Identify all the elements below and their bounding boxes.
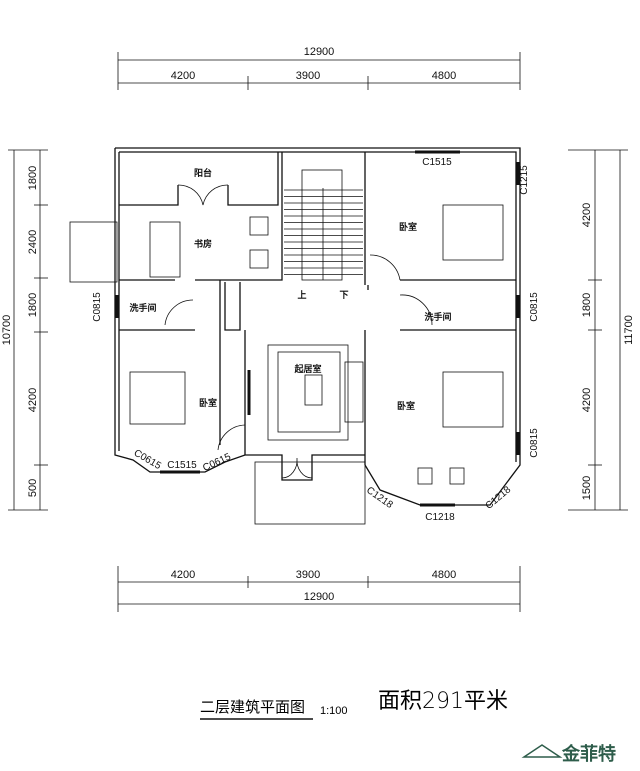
dim-top-3: 4800 — [432, 70, 456, 82]
dim-right-4: 1500 — [581, 476, 593, 500]
top-dimensions: 12900 4200 3900 4800 — [117, 46, 521, 90]
right-dimensions: 11700 4200 1800 4200 1500 — [568, 149, 635, 511]
window-label: C1218 — [484, 484, 514, 512]
dim-right-total: 11700 — [623, 315, 635, 345]
window-label: C0815 — [92, 292, 103, 322]
dim-left-4: 4200 — [27, 388, 39, 412]
room-balcony: 阳台 — [194, 167, 212, 179]
dim-bottom-3: 4800 — [432, 569, 456, 581]
room-washroom-left: 洗手间 — [129, 302, 156, 314]
plan-title: 二层建筑平面图 — [200, 698, 305, 716]
room-washroom-right: 洗手间 — [424, 311, 451, 323]
dim-right-1: 4200 — [581, 203, 593, 227]
dim-left-2: 2400 — [27, 230, 39, 254]
armchair — [449, 467, 465, 485]
dim-bottom-total: 12900 — [304, 591, 335, 603]
window-label: C0815 — [529, 292, 540, 322]
room-bedroom-right-upper: 卧室 — [399, 221, 417, 233]
armchair — [249, 249, 269, 269]
window-labels: C1515 C1215 C0815 C0815 C0815 C0615 C151… — [92, 157, 540, 523]
dim-left-5: 500 — [27, 479, 39, 497]
dim-right-2: 1800 — [581, 293, 593, 317]
armchair — [249, 216, 269, 236]
room-bedroom-left: 卧室 — [199, 397, 217, 409]
dim-left-total: 10700 — [1, 315, 13, 346]
bed-left — [129, 371, 186, 425]
stair-up-label: 上 — [297, 289, 306, 301]
dim-left-1: 1800 — [27, 166, 39, 190]
staircase: /* placeholder */ — [301, 169, 343, 281]
window-label: C0615 — [132, 448, 163, 472]
bed-upper-right — [442, 204, 504, 261]
room-study: 书房 — [194, 238, 212, 250]
dim-top-2: 3900 — [296, 70, 320, 82]
window-label: C0615 — [201, 451, 233, 474]
dim-bottom-1: 4200 — [171, 569, 195, 581]
dim-top-total: 12900 — [304, 46, 335, 58]
room-labels: 阳台 书房 洗手间 卧室 起居室 卧室 卧室 洗手间 上 下 — [129, 167, 451, 412]
brand-logo: 金菲特 — [521, 743, 616, 765]
window-label: C1215 — [519, 165, 530, 195]
brand-name: 金菲特 — [561, 743, 616, 765]
window-label: C1515 — [167, 460, 197, 471]
stair-down-label: 下 — [339, 290, 348, 301]
room-bedroom-right-lower: 卧室 — [397, 400, 415, 412]
room-living: 起居室 — [293, 363, 321, 375]
bed-lower-right — [442, 371, 504, 428]
desk — [149, 221, 181, 278]
dim-left-3: 1800 — [27, 293, 39, 317]
dim-bottom-2: 3900 — [296, 569, 320, 581]
plan-scale: 1:100 — [320, 705, 348, 717]
window-label: C1218 — [425, 512, 455, 523]
house-icon — [521, 744, 563, 758]
window-label: C0815 — [529, 428, 540, 458]
bottom-dimensions: 4200 3900 4800 12900 — [117, 566, 521, 612]
dim-top-1: 4200 — [171, 70, 195, 82]
dim-right-3: 4200 — [581, 388, 593, 412]
window-label: C1515 — [422, 157, 452, 168]
left-dimensions: 10700 1800 2400 1800 4200 500 — [1, 149, 48, 511]
plan-area: 面积291平米 — [378, 689, 508, 714]
armchair — [417, 467, 433, 485]
walls: /* placeholder */ — [69, 147, 521, 525]
